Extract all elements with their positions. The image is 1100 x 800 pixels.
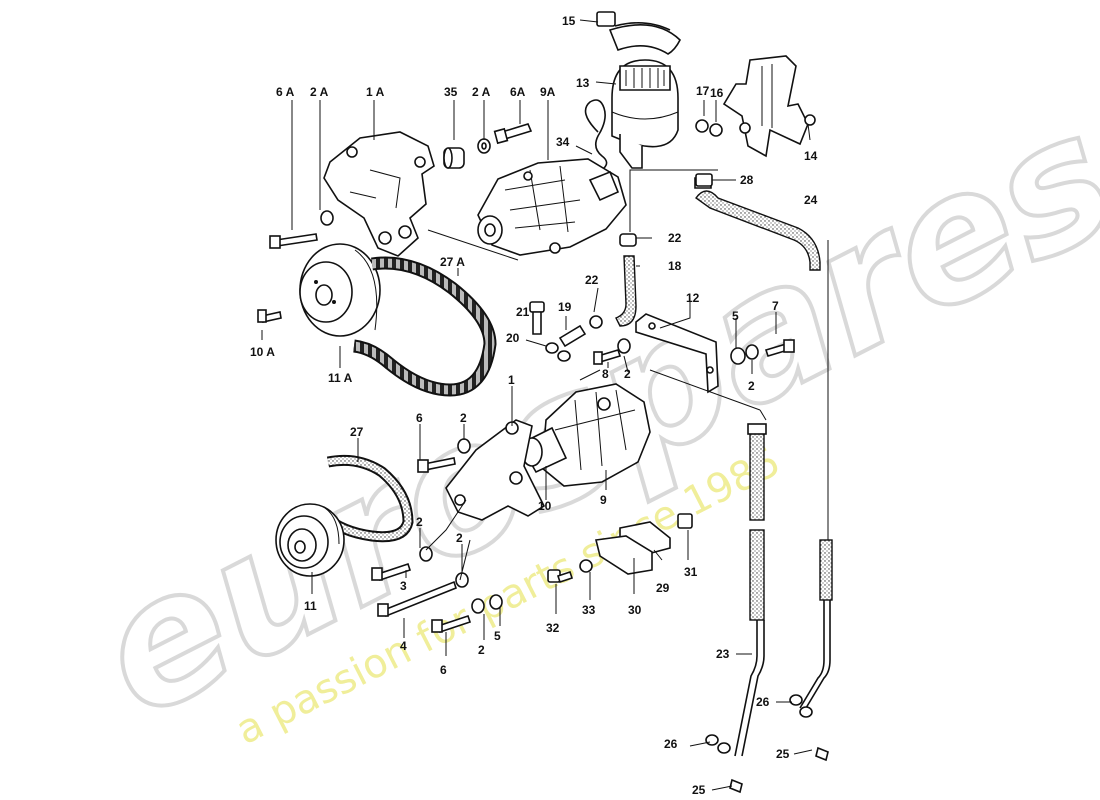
callout-26-left: 26: [664, 737, 678, 751]
callout-34: 34: [556, 135, 570, 149]
callout-10a: 10 A: [250, 345, 275, 359]
power-steering-pump-9: [518, 383, 651, 487]
callouts: 15 13 17 16 14 28 24 6 A 2 A 1 A 35 2 A …: [250, 14, 818, 797]
pulley-11: [275, 503, 345, 577]
return-line-24: [789, 539, 833, 762]
callout-6-bottom: 6: [440, 663, 447, 677]
spacer-bushing: [443, 147, 465, 169]
pump-bracket-1: [445, 419, 546, 521]
callout-6-mid: 6: [416, 411, 423, 425]
callout-6a-left: 6 A: [276, 85, 295, 99]
callout-21: 21: [516, 305, 530, 319]
callout-25-left: 25: [692, 783, 706, 797]
callout-5-bottom: 5: [494, 629, 501, 643]
callout-2-mid: 2: [460, 411, 467, 425]
reservoir-clamp: [596, 11, 681, 55]
callout-5-right: 5: [732, 309, 739, 323]
callout-8: 8: [602, 367, 609, 381]
callout-14: 14: [804, 149, 818, 163]
callout-13: 13: [576, 76, 590, 90]
callout-22-mid: 22: [585, 273, 599, 287]
callout-18: 18: [668, 259, 682, 273]
callout-6a-mid: 6A: [510, 85, 526, 99]
callout-7: 7: [772, 299, 779, 313]
callout-31: 31: [684, 565, 698, 579]
pulley-11a: [299, 243, 381, 337]
callout-1a: 1 A: [366, 85, 385, 99]
callout-2a-left: 2 A: [310, 85, 329, 99]
callout-2-lower-a: 2: [416, 515, 423, 529]
callout-10: 10: [538, 499, 552, 513]
callout-2-mid-right: 2: [624, 367, 631, 381]
power-steering-pump-9a: [477, 158, 627, 256]
callout-16: 16: [710, 86, 724, 100]
leader-lines: [261, 19, 829, 791]
callout-22-upper: 22: [668, 231, 682, 245]
callout-9a: 9A: [540, 85, 556, 99]
hose-18: [615, 233, 637, 327]
callout-20: 20: [506, 331, 520, 345]
bolt-6a-top: [493, 123, 533, 145]
v-belt-27: [320, 454, 414, 543]
callout-11a: 11 A: [328, 371, 353, 385]
callout-27: 27: [350, 425, 364, 439]
washer-top: [477, 138, 491, 154]
callout-3: 3: [400, 579, 407, 593]
callout-25-right: 25: [776, 747, 790, 761]
callout-24: 24: [804, 193, 818, 207]
callout-35: 35: [444, 85, 458, 99]
callout-29: 29: [656, 581, 670, 595]
spring-clip: [584, 99, 608, 169]
pressure-line-23: [705, 423, 767, 794]
callout-27a: 27 A: [440, 255, 465, 269]
callout-17: 17: [696, 84, 710, 98]
callout-4: 4: [400, 639, 407, 653]
callout-32: 32: [546, 621, 560, 635]
reservoir-bracket: [722, 55, 816, 158]
callout-9: 9: [600, 493, 607, 507]
callout-2a-mid: 2 A: [472, 85, 491, 99]
callout-30: 30: [628, 603, 642, 617]
callout-15: 15: [562, 14, 576, 28]
callout-2-lower-b: 2: [456, 531, 463, 545]
pump-bracket-upper: [323, 131, 435, 257]
callout-33: 33: [582, 603, 596, 617]
callout-12: 12: [686, 291, 700, 305]
oil-reservoir: [611, 59, 679, 169]
v-belt-27a: [353, 256, 497, 397]
callout-2-bottom: 2: [478, 643, 485, 657]
callout-1: 1: [508, 373, 515, 387]
callout-28: 28: [740, 173, 754, 187]
support-bracket-12: [635, 313, 719, 394]
bracket-29-30: [595, 521, 671, 575]
callout-19: 19: [558, 300, 572, 314]
callout-23: 23: [716, 647, 730, 661]
callout-26-right: 26: [756, 695, 770, 709]
callout-11: 11: [304, 599, 317, 613]
fasteners: [257, 119, 795, 634]
callout-2-right: 2: [748, 379, 755, 393]
